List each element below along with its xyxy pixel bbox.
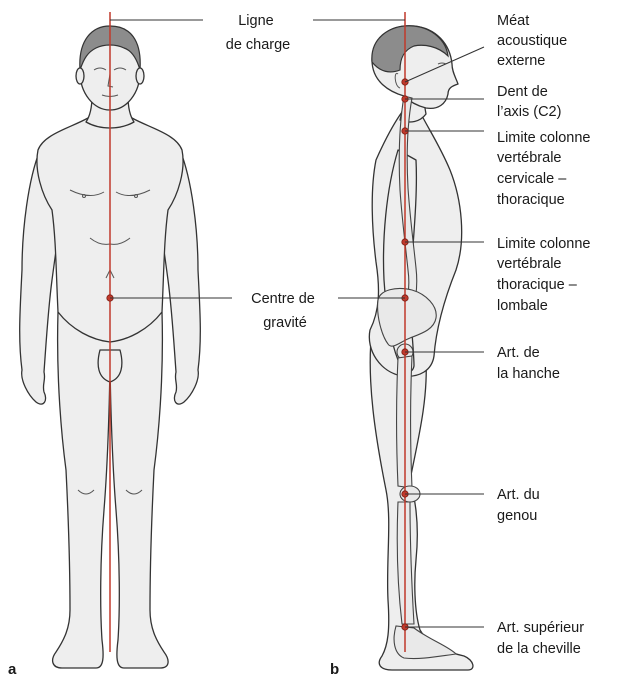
panel-label-a: a: [8, 661, 17, 678]
label-line-of-gravity: Ligne de charge: [226, 13, 291, 53]
side-leg: [370, 330, 473, 670]
label-knee-joint: Art. du genou: [497, 487, 544, 524]
label-cervicothoracic-junction: Limite colonne vertébrale cervicale – th…: [497, 130, 595, 208]
side-foot-bones: [394, 626, 456, 659]
label-center-of-gravity: Centre de gravité: [251, 291, 319, 331]
label-ankle-joint: Art. supérieur de la cheville: [497, 620, 588, 657]
label-thoracolumbar-junction: Limite colonne vertébrale thoracique – l…: [497, 236, 595, 314]
label-dens-axis: Dent de l’axis (C2): [497, 84, 561, 120]
label-hip-joint: Art. de la hanche: [497, 345, 560, 382]
label-external-acoustic-meatus: Méat acoustique externe: [497, 13, 571, 69]
panel-label-b: b: [330, 661, 339, 678]
side-figure: [369, 26, 473, 670]
